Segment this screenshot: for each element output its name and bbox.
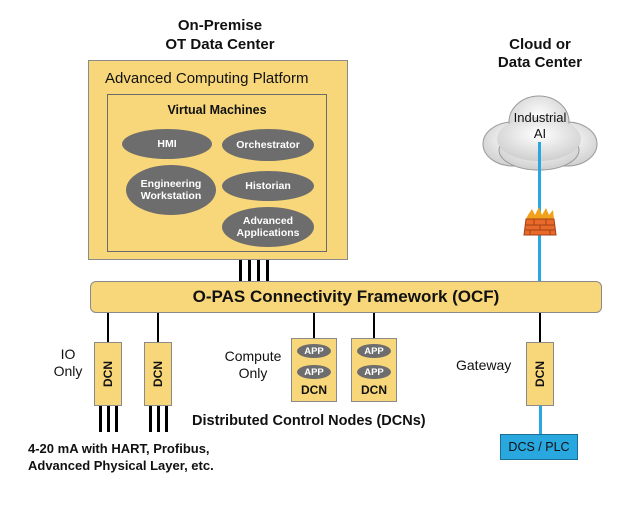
cloud-title: Cloud or Data Center: [497, 36, 583, 71]
premise-title: On-Premise OT Data Center: [165, 17, 275, 53]
dcs-plc-box: DCS / PLC: [500, 434, 578, 460]
app-badge: APP: [297, 344, 331, 358]
vm-historian: Historian: [222, 171, 314, 201]
field-wire: [115, 406, 118, 432]
advanced-computing-platform: Advanced Computing Platform Virtual Mach…: [88, 60, 348, 260]
io-dcn-1: DCN: [94, 342, 122, 406]
ocf-connector: [107, 313, 109, 343]
dcn-caption: Distributed Control Nodes (DCNs): [192, 413, 426, 429]
app-badge: APP: [297, 365, 331, 379]
ocf-connector: [157, 313, 159, 343]
compute-only-label: Compute Only: [224, 348, 282, 381]
field-wire: [157, 406, 160, 432]
compute-dcn-1: APP APP DCN: [291, 338, 337, 402]
cloud-label: Industrial AI: [513, 110, 567, 141]
field-wire: [165, 406, 168, 432]
field-wire: [99, 406, 102, 432]
field-wire: [149, 406, 152, 432]
app-badge: APP: [357, 344, 391, 358]
vm-engineering-workstation: Engineering Workstation: [126, 165, 216, 215]
dcn-label: DCN: [361, 383, 387, 397]
cloud-icon: [482, 95, 598, 171]
ocf-label: O-PAS Connectivity Framework (OCF): [192, 287, 500, 306]
io-only-label: IO Only: [53, 346, 83, 379]
gateway-dcn: DCN: [526, 342, 554, 406]
app-badge: APP: [357, 365, 391, 379]
virtual-machines-box: Virtual Machines HMI Orchestrator Engine…: [107, 94, 327, 252]
platform-connector: [266, 260, 269, 282]
vm-title: Virtual Machines: [167, 103, 267, 117]
platform-connector: [248, 260, 251, 282]
gateway-label: Gateway: [456, 357, 512, 373]
io-dcn-2: DCN: [144, 342, 172, 406]
ocf-connector: [313, 313, 315, 339]
compute-dcn-2: APP APP DCN: [351, 338, 397, 402]
ocf-connector: [373, 313, 375, 339]
gateway-connector: [539, 406, 542, 434]
firewall-icon: [523, 207, 557, 236]
ocf-bar: O-PAS Connectivity Framework (OCF): [90, 281, 602, 313]
vm-advanced-applications: Advanced Applications: [222, 207, 314, 247]
platform-connector: [239, 260, 242, 282]
platform-connector: [257, 260, 260, 282]
field-wire: [107, 406, 110, 432]
platform-title: Advanced Computing Platform: [105, 70, 309, 87]
vm-orchestrator: Orchestrator: [222, 129, 314, 161]
field-caption: 4-20 mA with HART, Profibus, Advanced Ph…: [28, 441, 214, 473]
dcn-label: DCN: [301, 383, 327, 397]
vm-hmi: HMI: [122, 129, 212, 159]
ocf-connector: [539, 313, 541, 343]
